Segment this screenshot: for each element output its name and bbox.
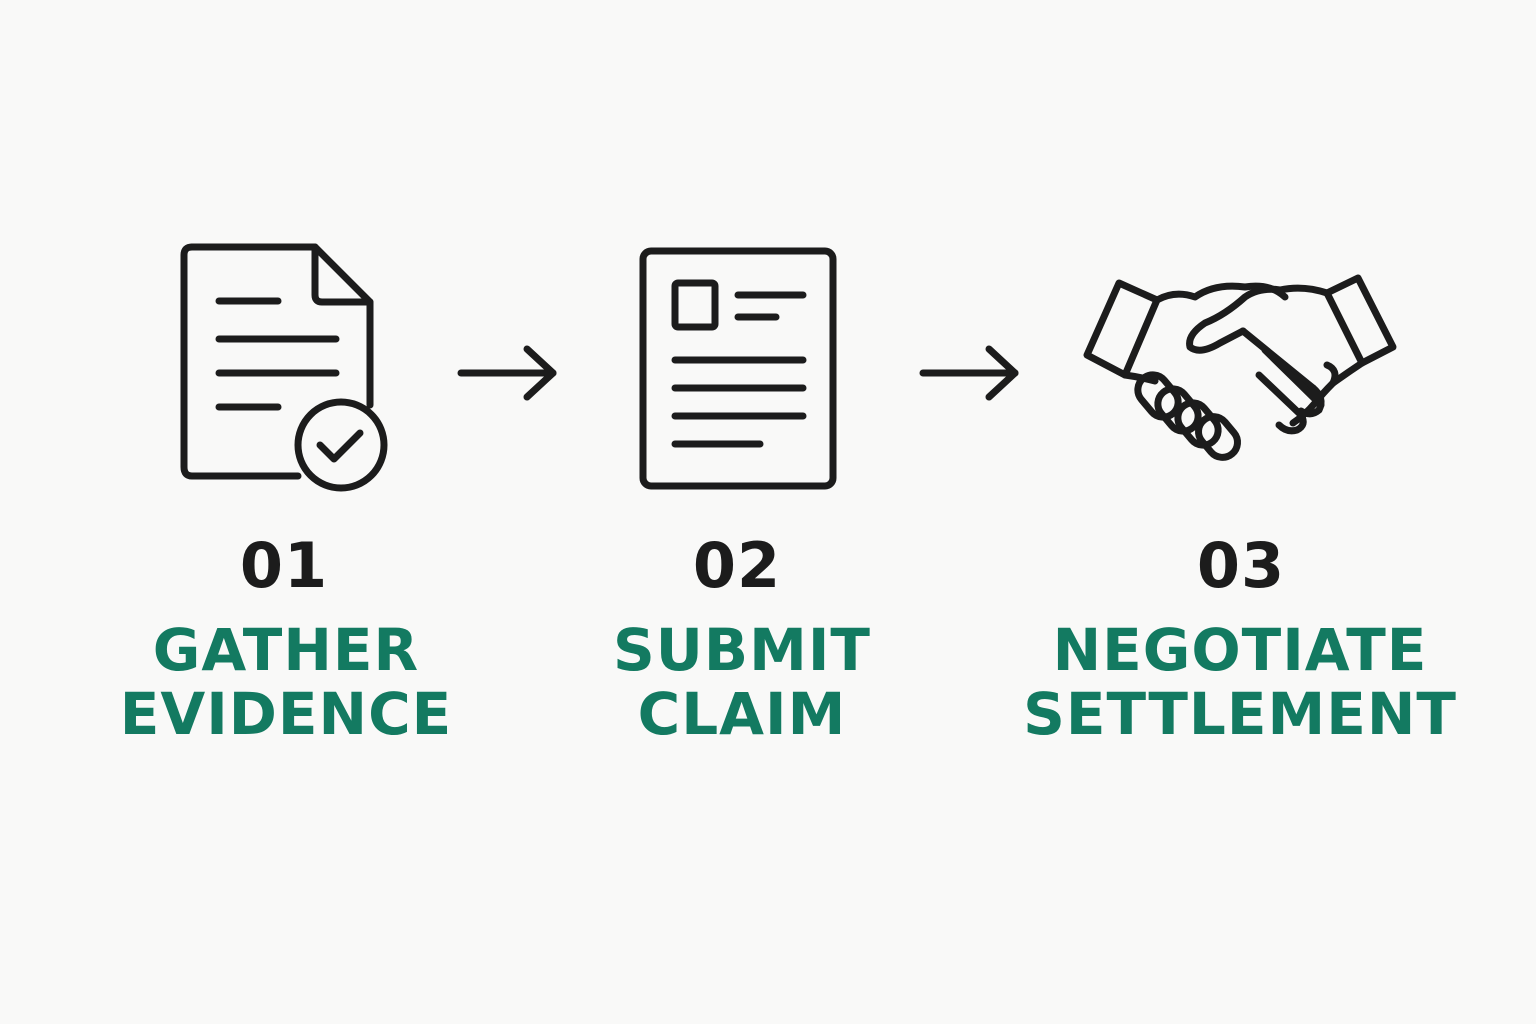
step-number: 02 — [692, 529, 782, 602]
step-label-line: NEGOTIATE — [1052, 616, 1428, 684]
step-label-line: SETTLEMENT — [1023, 680, 1457, 748]
step-label-line: GATHER — [152, 616, 420, 684]
arrow-right-icon — [917, 345, 1027, 410]
step-label-line: SUBMIT — [613, 616, 871, 684]
handshake-icon — [1075, 265, 1405, 470]
step-number: 03 — [1196, 529, 1286, 602]
arrow-right-icon — [455, 345, 565, 410]
step-label: GATHER EVIDENCE — [46, 618, 526, 746]
step-label-line: EVIDENCE — [119, 680, 453, 748]
document-check-icon — [170, 235, 400, 500]
step-label: NEGOTIATE SETTLEMENT — [1000, 618, 1480, 746]
form-document-icon — [630, 240, 850, 500]
step-label: SUBMIT CLAIM — [502, 618, 982, 746]
step-label-line: CLAIM — [637, 680, 847, 748]
step-number: 01 — [239, 529, 329, 602]
